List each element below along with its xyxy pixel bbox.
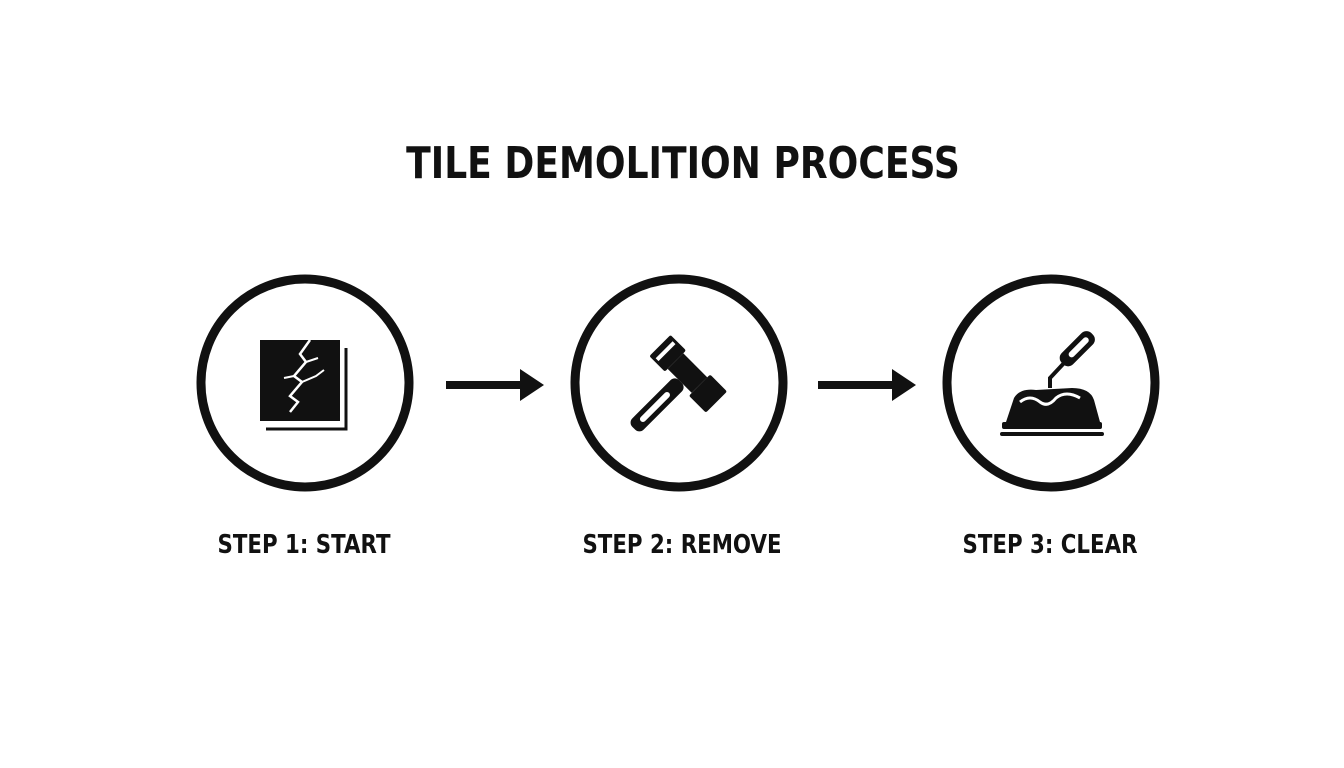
- step-3-label: STEP 3: CLEAR: [962, 530, 1138, 560]
- trowel-scraper-icon: [1000, 331, 1104, 436]
- hammer-icon: [630, 335, 727, 432]
- step-3-circle: [940, 272, 1162, 494]
- diagram-title: TILE DEMOLITION PROCESS: [406, 138, 960, 189]
- step-1-label: STEP 1: START: [217, 530, 391, 560]
- step-1-circle: [194, 272, 416, 494]
- step-2-label: STEP 2: REMOVE: [582, 530, 782, 560]
- arrow-right-icon: [446, 366, 546, 404]
- cracked-tile-icon: [260, 339, 348, 431]
- step-2-circle: [568, 272, 790, 494]
- arrow-right-icon: [818, 366, 918, 404]
